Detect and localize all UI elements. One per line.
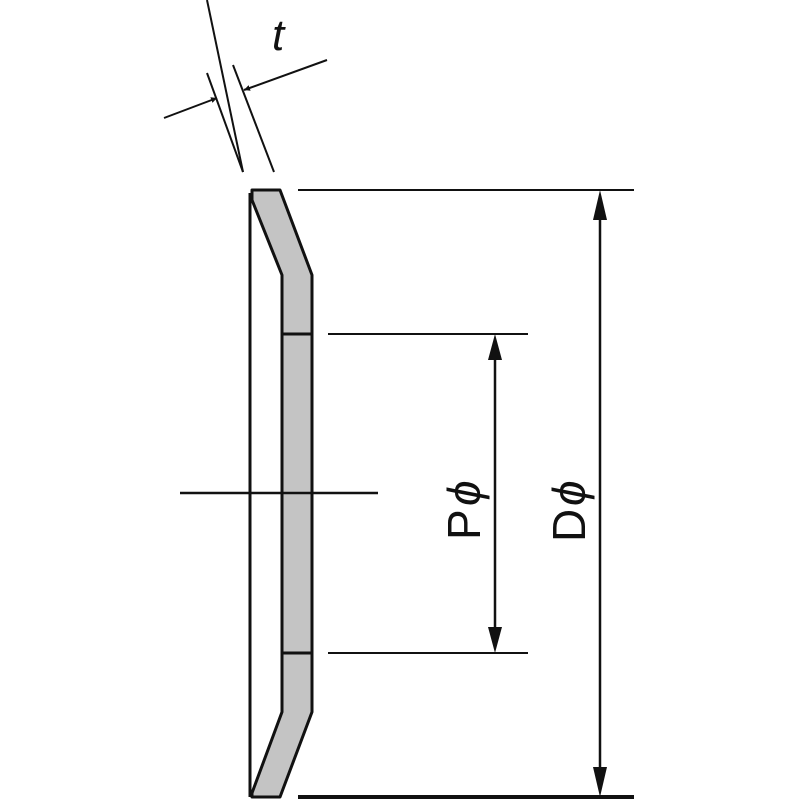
pitch-diameter-symbol: ϕ [438,480,490,506]
outer-arrow-up [593,190,607,220]
outer-diameter-symbol: ϕ [543,480,595,506]
outer-arrow-down [593,767,607,797]
pitch-label-group: P ϕ [438,480,490,540]
outer-label: D [543,509,595,542]
pitch-label: P [438,509,490,540]
pitch-arrow-up [488,334,502,360]
thickness-label: t [272,11,286,60]
thickness-dimension: t [163,0,328,173]
outer-label-group: D ϕ [543,480,595,542]
pitch-arrow-down [488,627,502,653]
